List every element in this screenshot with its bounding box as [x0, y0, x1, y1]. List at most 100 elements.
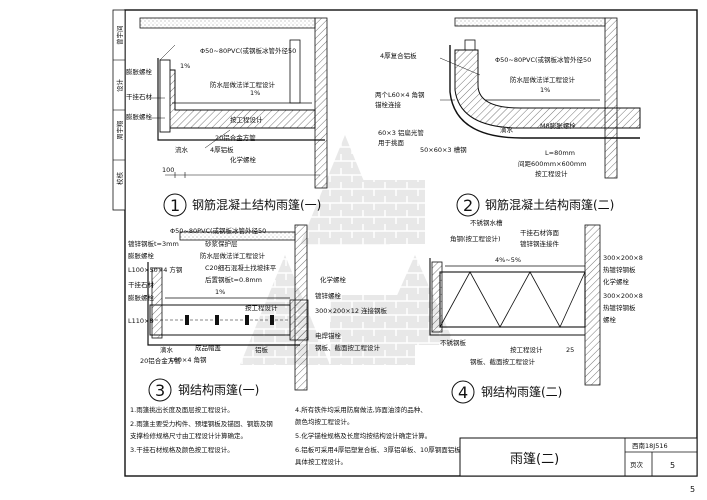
detail-1: Φ50~80PVC(或钢板冰管外径50 1% 1% 膨胀螺栓 干挂石材 膨胀螺栓… — [126, 17, 328, 217]
d3-cap-label: 成品帽盖 — [195, 343, 222, 352]
atlas-code: 西南18J516 — [632, 441, 668, 450]
d3-back-steel-label: 后置钢板t=0.8mm — [205, 275, 262, 284]
d3-alu-label: 20铝合金方管 — [140, 356, 181, 365]
d2-pipe-label: Φ50~80PVC(或钢板冰管外径50 — [495, 55, 591, 64]
detail-3: 镀锌钢板t=3mm 膨胀螺栓 L100×50×4 方钢 干挂石材 膨胀螺栓 L1… — [128, 224, 388, 402]
d4-slope-label: 4%~5% — [495, 256, 521, 264]
note-4: 4.所有铁件均采用防腐做法,饰面油漆的品种、 — [295, 405, 427, 414]
d4-dim-label: 25 — [566, 346, 574, 354]
d1-dim-label: 100 — [162, 166, 174, 174]
d2-drip-label: 滴水 — [500, 125, 514, 134]
d3-rebar-label: 钢板、截面按工程设计 — [315, 343, 381, 352]
d4-number-circle — [451, 380, 475, 404]
d2-anchor-label: 锚栓连接 — [375, 100, 402, 109]
d2-caption: 钢筋混凝土结构雨篷(二) — [485, 197, 614, 212]
side-strip-reviewer: 校核 — [115, 172, 124, 186]
d3-steel-label: 镀锌钢板t=3mm — [128, 239, 179, 248]
d3-slope-label: 1% — [215, 288, 225, 296]
d3-bolts-label: 电焊锚栓 — [315, 331, 342, 340]
d2-plate-label: 4厚复合铝板 — [380, 51, 417, 60]
d1-slope2-label: 1% — [250, 89, 260, 97]
d1-chem-label: 化学螺栓 — [230, 155, 257, 164]
d3-chem-label: 膨胀螺栓 — [128, 293, 155, 302]
d1-number-circle — [163, 193, 187, 217]
title-block: 雨篷(二) 西南18J516 页次 5 — [459, 437, 698, 477]
d2-spacing-label: 间距600mm×600mm — [518, 160, 587, 168]
d4-gutter-label: 不锈钢水槽 — [470, 218, 503, 227]
page-number: 5 — [670, 461, 675, 470]
d2-angle-label: 两个L60×4 角钢 — [375, 90, 425, 99]
d4-number: 4 — [458, 383, 468, 402]
d1-slope-label: 1% — [180, 62, 190, 70]
d4-steel-label: 不锈钢板 — [440, 338, 467, 347]
d1-eng-label: 按工程设计 — [230, 115, 263, 124]
d3-caption: 钢结构雨篷(一) — [178, 382, 259, 397]
d3-pipe-label: Φ50~80PVC(或钢板冰管外径50 — [170, 226, 266, 235]
note-1: 1.雨篷挑出长度及面层按工程设计。 — [130, 405, 234, 414]
d1-stone-label: 干挂石材 — [126, 92, 153, 101]
detail-4: 不锈钢水槽 角钢(按工程设计) 干挂石材饰面 镀锌钢连接件 4%~5% 300×… — [429, 218, 643, 404]
side-strip: 校核 周宇翔 设计 曾宇间 — [112, 9, 126, 211]
d4-galv-label: 热镀锌钢板 — [603, 265, 636, 274]
d2-slope-label: 1% — [540, 86, 550, 94]
sheet-border — [124, 9, 698, 477]
watermark — [240, 135, 455, 365]
d2-eng-label: 按工程设计 — [535, 169, 568, 178]
d3-hook-label: 铝板 — [255, 345, 269, 354]
d3-anchor-label: 膨胀螺栓 — [128, 251, 155, 260]
d3-chem2-label: 化学螺栓 — [320, 275, 347, 284]
d2-number-circle — [456, 193, 480, 217]
detail-2: 4厚复合铝板 Φ50~80PVC(或钢板冰管外径50 两个L60×4 角钢 锚栓… — [375, 17, 641, 217]
d3-anchor2-label: 镀锌螺栓 — [315, 291, 342, 300]
d3-number-circle — [148, 378, 172, 402]
d3-waterproof-label: 防水层做法详工程设计 — [200, 251, 266, 260]
d1-steel-label: 4厚铝板 — [210, 145, 234, 154]
side-strip-designer-name: 曾宇间 — [115, 26, 124, 46]
d3-stone-label: 干挂石材 — [128, 280, 155, 289]
note-5: 5.化学锚栓规格及长度均按结构设计确定计算。 — [295, 431, 431, 440]
d1-drain-label: 流水 — [175, 145, 189, 154]
d4-angle-label: 角钢(按工程设计) — [450, 234, 501, 243]
d2-number: 2 — [463, 196, 473, 215]
d3-number: 3 — [155, 381, 165, 400]
notes: 1.雨篷挑出长度及面层按工程设计。 2.雨篷主要受力构件、预埋钢板及锚固、钢筋及… — [130, 405, 463, 466]
note-3: 3.干挂石材规格及颜色按工程设计。 — [130, 445, 234, 454]
d1-alu-label: 20铝合金方管 — [215, 133, 256, 142]
d2-bolt-label: M8膨胀螺栓 — [540, 121, 576, 130]
note-2: 2.雨篷主要受力构件、预埋钢板及锚固、钢筋及钢 — [130, 419, 273, 428]
d4-galv2-label: 热镀锌钢板 — [603, 303, 636, 312]
note-2b: 支撑检修规格尺寸由工程设计计算确定。 — [130, 431, 247, 440]
page-label: 页次 — [630, 460, 644, 469]
side-strip-reviewer-name: 周宇翔 — [115, 120, 124, 140]
d3-drip-label: 滴水 — [160, 345, 174, 354]
d2-waterproof-label: 防水层做法详工程设计 — [510, 75, 576, 84]
d2-sub-label: 60×3 铝扁光管 — [378, 128, 424, 137]
d4-size2-label: 300×200×8 — [603, 292, 643, 300]
d4-anchor-label: 镀锌钢连接件 — [520, 239, 560, 248]
d3-angle-label: L100×50×4 方钢 — [128, 265, 183, 274]
d1-caption: 钢筋混凝土结构雨篷(一) — [192, 197, 321, 212]
d1-waterproof-label: 防水层做法详工程设计 — [210, 80, 276, 89]
d3-adhesive-label: 砂浆保护层 — [205, 239, 238, 248]
note-4b: 颜色均按工程设计。 — [295, 417, 354, 426]
d3-l60-label: L60×4 角钢 — [170, 355, 207, 364]
side-strip-designer: 设计 — [115, 79, 124, 93]
d4-eng-label: 按工程设计 — [510, 345, 543, 354]
d2-len-label: L=80mm — [545, 149, 575, 157]
d4-caption: 钢结构雨篷(二) — [481, 384, 562, 399]
d2-sub2-label: 用于挑面 — [378, 138, 405, 147]
corner-page-number: 5 — [690, 485, 695, 494]
d2-tube-label: 50×60×3 槽钢 — [420, 145, 467, 154]
d4-bolt-label: 螺栓 — [603, 315, 617, 324]
d4-stone-face-label: 干挂石材饰面 — [520, 228, 560, 237]
d3-c20-label: C20细石混凝土找坡抹平 — [205, 263, 277, 272]
note-6b: 具体按工程设计。 — [295, 457, 347, 466]
d1-anchor-bolt-label: 膨胀螺栓 — [126, 112, 153, 121]
d3-plate-label: 300×200×12 连接钢板 — [315, 306, 388, 315]
d1-pipe-label: Φ50~80PVC(或钢板冰管外径50 — [200, 46, 296, 55]
d4-chem-label: 化学螺栓 — [603, 277, 630, 286]
d1-number: 1 — [170, 196, 180, 215]
note-6: 6.铝板可采用4厚铝塑复合板、3厚铝单板、10厚钢面铝板, — [295, 445, 463, 454]
d3-bar-label: L110×8 — [128, 317, 154, 325]
